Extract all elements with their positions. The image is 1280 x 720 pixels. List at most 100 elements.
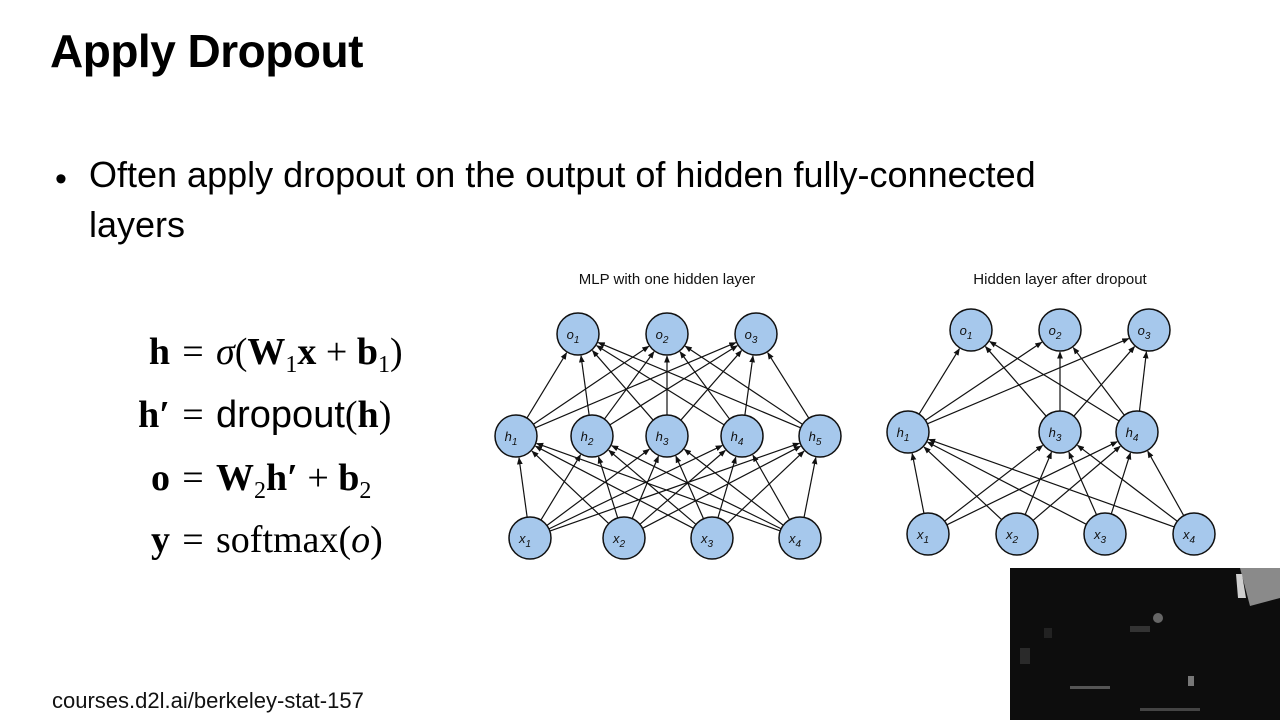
edge-d1-x1-h1: [517, 457, 528, 518]
node-d2-h4: h4: [1115, 410, 1159, 454]
edge-d1-h2-o1: [579, 355, 590, 416]
edge-d2-h3-o3: [1073, 346, 1136, 417]
node-d2-o1: o1: [949, 308, 993, 352]
eq3-plus: +: [307, 457, 329, 499]
node-d2-h1: h1: [886, 410, 930, 454]
node-d1-x3: x3: [690, 516, 734, 560]
edge-d2-h4-o2: [1072, 346, 1125, 416]
eq1-input: x: [297, 331, 317, 373]
edge-d1-h4-o1: [596, 345, 725, 426]
eq2-lhs: h′: [138, 394, 170, 436]
equation-hidden: h=σ(W1x + b1): [100, 327, 403, 377]
eq1-bias-sub: 1: [377, 352, 390, 378]
edge-d1-x3-h4: [717, 456, 737, 519]
edge-d2-x3-h4: [1110, 452, 1132, 515]
edge-d2-x1-h3: [944, 444, 1044, 522]
eq3-equals: =: [182, 457, 204, 499]
edge-d2-x3-h3: [1068, 451, 1098, 516]
node-d2-x1: x1: [906, 512, 950, 556]
video-frame-icon: [1010, 568, 1280, 720]
eq1-weight-sub: 1: [285, 352, 298, 378]
eq4-lhs: y: [151, 519, 170, 561]
edge-d2-x4-h4: [1147, 450, 1185, 516]
eq1-lparen: (: [234, 331, 248, 373]
edge-d2-x4-h3: [1076, 444, 1178, 522]
eq3-hidden: h′: [266, 457, 298, 499]
edge-d1-h2-o2: [603, 351, 655, 420]
edge-d1-h1-o1: [526, 352, 568, 419]
edge-d1-h5-o3: [767, 352, 810, 419]
edge-d1-h2-o3: [609, 345, 738, 426]
node-d1-x4: x4: [778, 516, 822, 560]
eq2-lparen: (: [344, 394, 358, 436]
edge-d1-x4-h5: [803, 456, 818, 518]
bullet-text: Often apply dropout on the output of hid…: [89, 154, 1036, 245]
node-d2-o3: o3: [1127, 308, 1171, 352]
diagram-title-1: MLP with one hidden layer: [579, 271, 756, 288]
eq3-bias-sub: 2: [359, 478, 372, 504]
edge-d1-x4-h1: [536, 442, 781, 532]
eq3-weight-sub: 2: [254, 478, 266, 504]
node-d2-h3: h3: [1038, 410, 1082, 454]
node-d1-h5: h5: [798, 414, 842, 458]
edge-d1-h5-o1: [597, 341, 801, 429]
node-d2-x3: x3: [1083, 512, 1127, 556]
equation-softmax: y=softmax(o): [100, 515, 383, 565]
edge-d1-x3-h3: [675, 455, 705, 520]
edge-d1-h3-o3: [680, 350, 743, 421]
node-d1-h4: h4: [720, 414, 764, 458]
node-d1-x2: x2: [602, 516, 646, 560]
edge-d1-x4-h4: [752, 454, 791, 521]
eq3-bias: b: [338, 457, 360, 499]
eq3-lhs: o: [151, 457, 170, 499]
eq4-arg: o: [351, 519, 371, 561]
edge-d2-h4-o1: [989, 341, 1120, 422]
eq2-equals: =: [182, 394, 204, 436]
eq2-func: dropout: [216, 394, 345, 436]
edge-d1-x4-h3: [683, 448, 784, 526]
equation-output: o=W2h′ + b2: [100, 453, 371, 503]
eq3-weight: W: [216, 457, 254, 499]
node-d1-h1: h1: [494, 414, 538, 458]
edge-d1-h1-o3: [535, 342, 737, 429]
edge-d2-x2-h3: [1024, 451, 1053, 515]
edge-d1-h3-o1: [591, 350, 654, 421]
edge-d2-h4-o3: [1138, 351, 1149, 412]
node-d2-x4: x4: [1172, 512, 1216, 556]
eq2-arg: h: [357, 394, 379, 436]
edge-d2-x1-h4: [946, 441, 1118, 526]
edge-d2-h1-o1: [918, 348, 960, 415]
eq1-lhs: h: [148, 331, 170, 373]
equation-dropout: h′ = dropout(h): [100, 390, 391, 440]
edge-d1-x2-h5: [642, 445, 802, 529]
eq1-sigma: σ: [216, 331, 235, 373]
edge-d2-h3-o1: [984, 346, 1047, 417]
diagram-title-2: Hidden layer after dropout: [973, 271, 1147, 288]
edge-d1-x3-h5: [726, 450, 805, 525]
eq4-rparen: ): [370, 519, 383, 561]
slide-title: Apply Dropout: [50, 25, 363, 77]
edge-d1-x1-h3: [546, 448, 650, 526]
speaker-video-thumbnail: [1010, 568, 1280, 720]
edge-d1-h4-o2: [679, 351, 731, 420]
edge-d2-x4-h1: [928, 438, 1175, 528]
eq4-lparen: (: [338, 519, 352, 561]
edge-d2-x3-h1: [926, 441, 1087, 525]
eq1-bias: b: [356, 331, 378, 373]
edge-d2-x1-h1: [910, 452, 925, 514]
edge-d1-h1-o2: [533, 345, 650, 425]
eq2-rparen: ): [378, 394, 392, 436]
edge-d2-x2-h1: [923, 446, 1003, 521]
edge-d1-x3-h2: [608, 449, 697, 525]
edge-d1-h5-o2: [684, 345, 803, 425]
eq1-weight: W: [247, 331, 286, 373]
bullet-dot: •: [55, 160, 67, 198]
eq1-equals: =: [182, 331, 204, 373]
course-url[interactable]: courses.d2l.ai/berkeley-stat-157: [52, 688, 364, 713]
edge-d1-x1-h4: [548, 444, 723, 530]
edge-d1-x3-h1: [534, 445, 694, 529]
edge-d2-h1-o2: [925, 341, 1043, 421]
node-d2-x2: x2: [995, 512, 1039, 556]
node-d1-h2: h2: [570, 414, 614, 458]
node-d1-o1: o1: [556, 312, 600, 356]
